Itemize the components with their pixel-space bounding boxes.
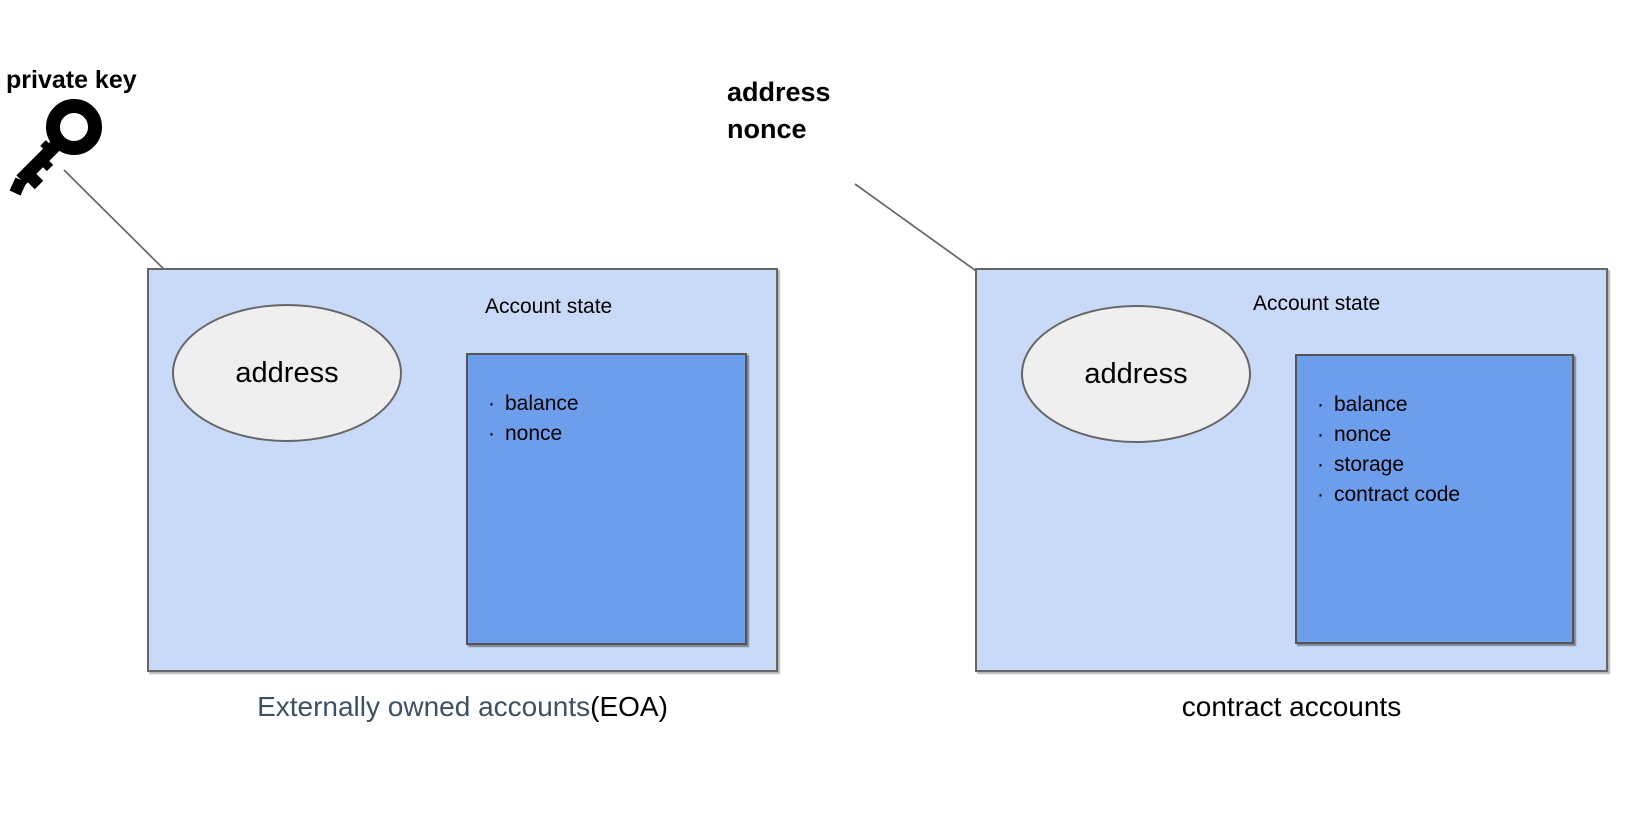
eoa-address-label: address [235, 356, 339, 389]
eoa-caption-main: Externally owned accounts [257, 691, 591, 722]
contract-caption: contract accounts [1181, 691, 1402, 722]
state-item: · storage [1317, 450, 1564, 480]
eoa-container: address Account state · balance · nonce [147, 268, 778, 672]
eoa-state-box: · balance · nonce [466, 353, 747, 645]
bullet-dot: · [1317, 453, 1324, 476]
state-item-label: nonce [505, 422, 563, 445]
state-item: · contract code [1317, 480, 1564, 510]
bullet-dot: · [488, 422, 495, 445]
bullet-dot: · [1317, 393, 1324, 416]
state-item-label: balance [1334, 393, 1408, 416]
eoa-address-ellipse: address [172, 304, 402, 442]
contract-address-ellipse: address [1021, 305, 1251, 443]
eoa-account-state-title: Account state [485, 295, 613, 318]
state-item: · nonce [488, 419, 737, 449]
bullet-dot: · [488, 392, 495, 415]
state-item-label: storage [1334, 453, 1405, 476]
eoa-caption: Externally owned accounts(EOA) [147, 691, 778, 723]
bullet-dot: · [1317, 483, 1324, 506]
address-nonce-line2: nonce [727, 114, 807, 144]
state-item: · balance [488, 389, 737, 419]
contract-state-box: · balance · nonce · storage · contract code [1295, 354, 1574, 644]
key-icon [8, 96, 108, 216]
contract-account-state-title: Account state [1253, 292, 1381, 315]
state-item-label: nonce [1334, 423, 1392, 446]
key-icon-graphic [9, 99, 102, 196]
state-item: · balance [1317, 390, 1564, 420]
address-nonce-label: address nonce [727, 74, 831, 148]
address-nonce-line1: address [727, 77, 831, 107]
eoa-caption-suffix: (EOA) [590, 691, 668, 722]
private-key-label: private key [6, 66, 137, 94]
state-item-label: contract code [1334, 483, 1461, 506]
state-item: · nonce [1317, 420, 1564, 450]
contract-address-label: address [1084, 357, 1188, 390]
state-item-label: balance [505, 392, 579, 415]
bullet-dot: · [1317, 423, 1324, 446]
contract-container: address Account state · balance · nonce · s… [975, 268, 1608, 672]
